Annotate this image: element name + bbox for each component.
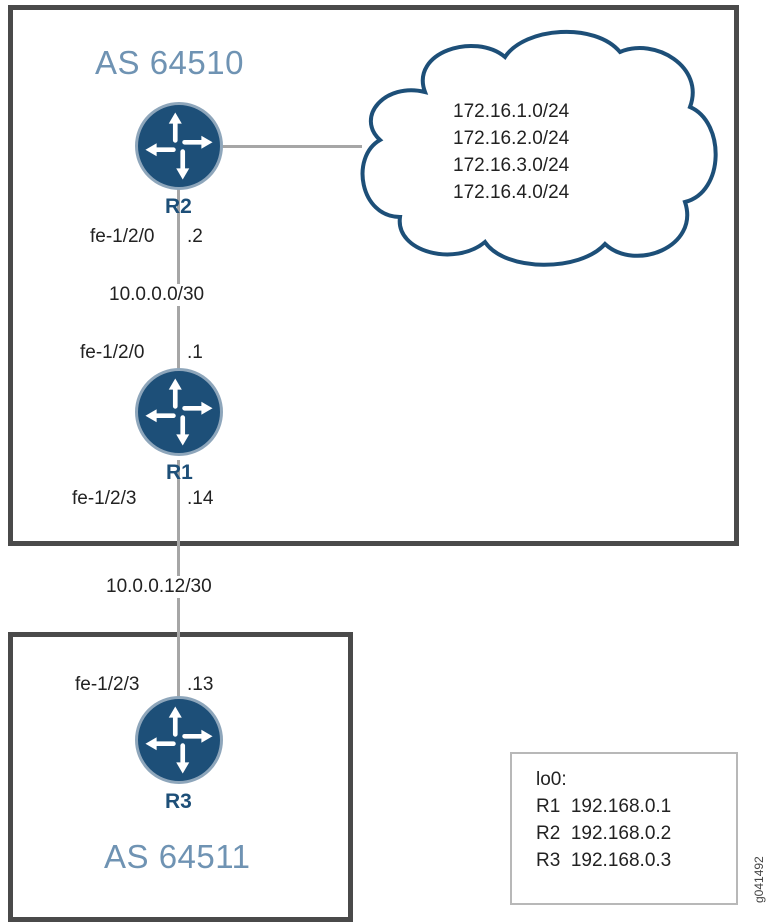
router-r2-name: R2 [165,195,192,218]
as-64511-label: AS 64511 [104,838,251,875]
router-r3-name: R3 [165,790,192,813]
subnet-r1-r2-label: 10.0.0.0/30 [107,284,207,306]
legend-row: R1 192.168.0.1 [536,793,736,820]
cloud-prefix-list: 172.16.1.0/24 172.16.2.0/24 172.16.3.0/2… [453,98,569,206]
r3-interface-label: fe-1/2/3 [75,674,140,695]
link-r2-cloud [222,145,362,148]
legend-address: 192.168.0.1 [570,796,672,817]
router-r1-icon [135,368,223,456]
as-64510-label: AS 64510 [95,44,244,81]
r1-lower-interface-label: fe-1/2/3 [72,488,137,509]
r1-upper-interface-label: fe-1/2/0 [80,342,145,363]
legend-router: R3 [536,850,561,871]
loopback-legend: lo0: R1 192.168.0.1 R2 192.168.0.2 R3 19… [510,752,738,905]
r2-ip-label: .2 [187,226,203,247]
legend-row: R2 192.168.0.2 [536,820,736,847]
r3-ip-label: .13 [187,674,214,695]
router-r1-name: R1 [166,461,193,484]
cloud-prefix: 172.16.2.0/24 [453,128,570,149]
router-r3-icon [135,696,223,784]
figure-id: g041492 [752,856,766,903]
legend-title: lo0: [536,769,567,790]
link-r2-r1 [177,188,180,378]
legend-router: R2 [536,823,561,844]
r2-interface-label: fe-1/2/0 [90,226,155,247]
cloud-prefix: 172.16.1.0/24 [453,101,570,122]
legend-row: R3 192.168.0.3 [536,847,736,874]
legend-address: 192.168.0.3 [570,850,672,871]
subnet-r1-r3-label: 10.0.0.12/30 [104,576,214,598]
router-r2-icon [135,102,223,190]
legend-router: R1 [536,796,561,817]
r1-lower-ip-label: .14 [187,488,214,509]
network-cloud [360,29,718,267]
cloud-prefix: 172.16.3.0/24 [453,155,570,176]
cloud-prefix: 172.16.4.0/24 [453,182,570,203]
legend-address: 192.168.0.2 [570,823,672,844]
r1-upper-ip-label: .1 [187,342,203,363]
